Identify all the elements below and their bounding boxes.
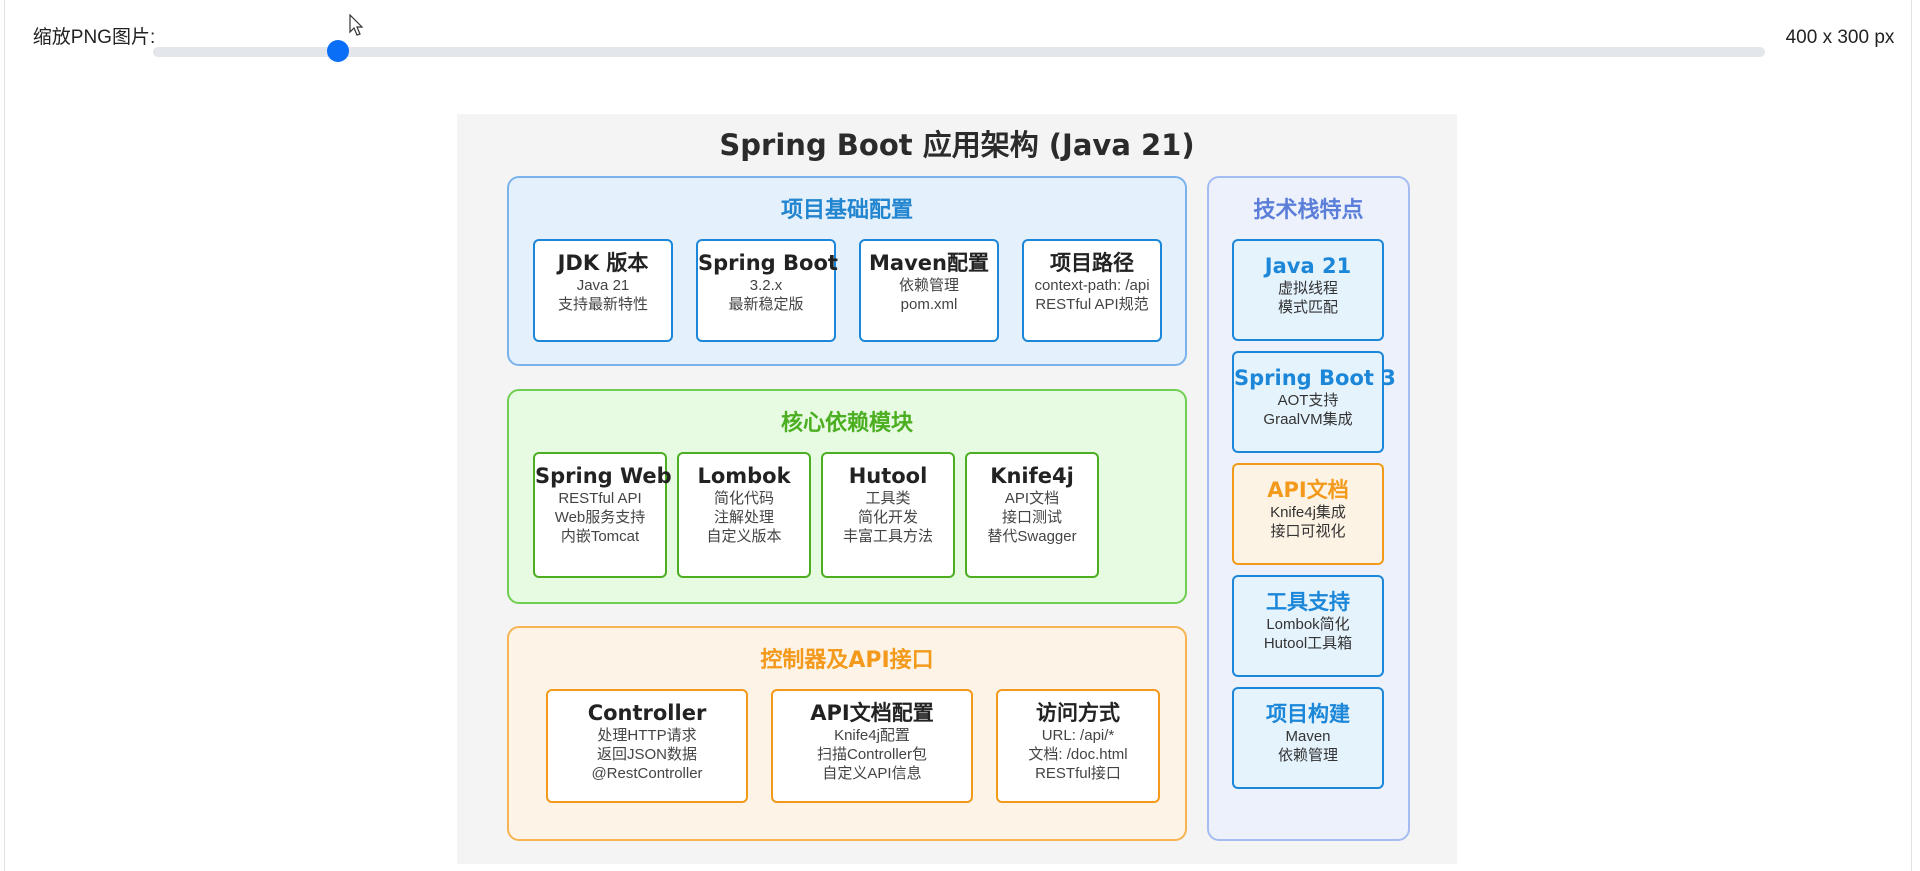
card-line: 3.2.x [749,277,783,294]
card-line: RESTful API [558,490,642,507]
card-knife4j: Knife4j API文档 接口测试 替代Swagger [965,452,1099,578]
card-line: Java 21 [576,277,630,294]
section-tech-stack: 技术栈特点 Java 21 虚拟线程 模式匹配 Spring Boot 3 AO… [1207,176,1410,841]
card-line: @RestController [591,765,703,782]
section-core-deps: 核心依赖模块 Spring Web RESTful API Web服务支持 内嵌… [507,389,1187,604]
card-title: API文档配置 [810,701,934,725]
card-title: Spring Boot [698,251,838,275]
card-line: API文档 [1004,490,1060,507]
card-line: 自定义API信息 [822,765,922,782]
card-project-path: 项目路径 context-path: /api RESTful API规范 [1022,239,1162,342]
card-line: 内嵌Tomcat [560,528,640,545]
card-line: 支持最新特性 [557,296,648,313]
card-line: AOT支持 [1277,392,1339,409]
card-line: 替代Swagger [987,528,1077,545]
card-line: Knife4j配置 [834,727,910,744]
card-tool-support: 工具支持 Lombok简化 Hutool工具箱 [1232,575,1384,677]
card-line: Hutool工具箱 [1263,635,1353,652]
card-spring-boot-3: Spring Boot 3 AOT支持 GraalVM集成 [1232,351,1396,453]
card-line: URL: /api/* [1041,727,1115,744]
card-line: 工具类 [865,490,911,507]
card-title: Lombok [697,464,791,488]
zoom-slider-thumb[interactable] [327,40,350,62]
zoom-slider-fill [153,47,339,57]
card-line: 接口可视化 [1270,523,1346,540]
card-line: RESTful API规范 [1035,296,1149,313]
card-line: 返回JSON数据 [596,746,697,763]
section-basic-config: 项目基础配置 JDK 版本 Java 21 支持最新特性 Spring Boot… [507,176,1187,366]
mouse-cursor-icon [349,14,364,36]
section-title: 控制器及API接口 [760,648,934,673]
card-line: 简化开发 [857,509,918,526]
card-line: 最新稳定版 [728,296,804,313]
card-title: API文档 [1267,478,1349,502]
section-title: 技术栈特点 [1253,198,1364,223]
card-access-method: 访问方式 URL: /api/* 文档: /doc.html RESTful接口 [996,689,1160,803]
card-line: 自定义版本 [706,528,782,545]
card-lombok: Lombok 简化代码 注解处理 自定义版本 [677,452,811,578]
card-title: Java 21 [1264,254,1352,278]
card-title: Knife4j [990,464,1074,488]
card-line: Knife4j集成 [1270,504,1346,521]
card-project-build: 项目构建 Maven 依赖管理 [1232,687,1384,789]
section-controller-api: 控制器及API接口 Controller 处理HTTP请求 返回JSON数据 @… [507,626,1187,841]
card-title: JDK 版本 [557,251,649,275]
card-line: 丰富工具方法 [842,528,933,545]
card-line: Maven [1285,728,1331,745]
card-title: 访问方式 [1036,701,1120,725]
card-title: Maven配置 [869,251,989,275]
card-line: 扫描Controller包 [816,746,928,763]
card-title: Spring Boot 3 [1234,366,1396,390]
card-title: 项目路径 [1050,251,1134,275]
card-spring-boot: Spring Boot 3.2.x 最新稳定版 [696,239,838,342]
architecture-diagram: Spring Boot 应用架构 (Java 21) 项目基础配置 JDK 版本… [457,114,1457,864]
card-jdk-version: JDK 版本 Java 21 支持最新特性 [533,239,673,342]
card-line: 注解处理 [713,509,774,526]
card-line: Web服务支持 [554,509,646,526]
card-line: 依赖管理 [898,277,959,294]
card-line: RESTful接口 [1035,765,1121,782]
card-api-doc-config: API文档配置 Knife4j配置 扫描Controller包 自定义API信息 [771,689,973,803]
card-java21: Java 21 虚拟线程 模式匹配 [1232,239,1384,341]
card-api-doc: API文档 Knife4j集成 接口可视化 [1232,463,1384,565]
card-line: Lombok简化 [1266,616,1350,633]
zoom-slider-track[interactable] [153,47,1765,57]
card-line: 文档: /doc.html [1028,746,1128,763]
card-line: 接口测试 [1001,509,1062,526]
card-controller: Controller 处理HTTP请求 返回JSON数据 @RestContro… [546,689,748,803]
card-line: 处理HTTP请求 [597,727,697,744]
card-line: 依赖管理 [1277,747,1338,764]
card-line: pom.xml [900,296,958,313]
card-line: 虚拟线程 [1277,280,1338,297]
zoom-label: 缩放PNG图片: [32,27,156,48]
card-line: 模式匹配 [1277,299,1338,316]
section-title: 项目基础配置 [780,198,913,223]
card-title: 工具支持 [1266,590,1350,614]
card-line: GraalVM集成 [1263,411,1353,428]
card-title: Spring Web [535,464,672,488]
page-frame [4,0,1912,871]
card-spring-web: Spring Web RESTful API Web服务支持 内嵌Tomcat [533,452,672,578]
card-line: 简化代码 [713,490,774,507]
section-title: 核心依赖模块 [780,411,913,436]
card-title: Controller [587,701,707,725]
card-line: context-path: /api [1034,277,1150,294]
card-title: Hutool [848,464,928,488]
card-maven-config: Maven配置 依赖管理 pom.xml [859,239,999,342]
size-readout: 400 x 300 px [1785,27,1895,48]
diagram-title: Spring Boot 应用架构 (Java 21) [719,128,1195,162]
card-title: 项目构建 [1266,702,1350,726]
card-hutool: Hutool 工具类 简化开发 丰富工具方法 [821,452,955,578]
